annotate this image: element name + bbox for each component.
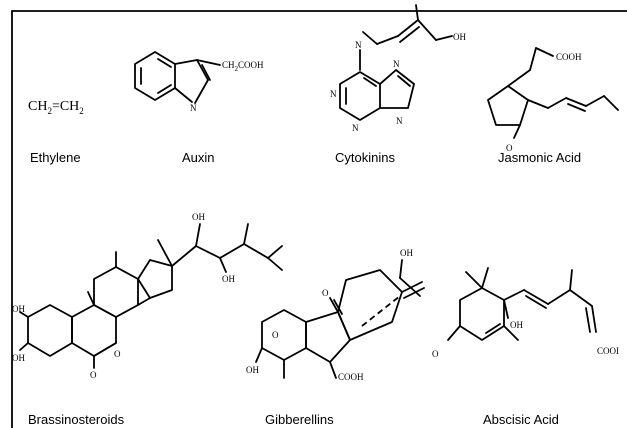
abscisic-acid-oh: OH xyxy=(510,320,523,330)
cytokinins-amino-n: N xyxy=(355,40,362,50)
jasmonic-acid-o: O xyxy=(506,143,513,153)
cytokinins-n1: N xyxy=(330,89,337,99)
brassinosteroids-structure: OH OH OH OH O O xyxy=(12,212,283,380)
gibberellins-structure: OH O O OH COOH xyxy=(246,248,425,382)
auxin-label: Auxin xyxy=(182,150,215,165)
gibberellins-o-top: O xyxy=(322,288,329,298)
abscisic-acid-cooh: COOI xyxy=(597,346,619,356)
cytokinins-n3: N xyxy=(352,123,359,133)
gibberellins-cooh: COOH xyxy=(338,372,364,382)
gibberellins-o-left: O xyxy=(272,330,279,340)
brassinosteroids-keto-o: O xyxy=(90,370,97,380)
brassinosteroids-oh-left2: OH xyxy=(12,353,25,363)
brassinosteroids-label: Brassinosteroids xyxy=(28,412,125,427)
auxin-n-atom: N xyxy=(190,103,197,113)
cytokinins-structure: OH N N N N N xyxy=(330,4,466,133)
gibberellins-oh-top: OH xyxy=(400,248,413,258)
jasmonic-acid-structure: COOH O xyxy=(487,47,619,153)
brassinosteroids-ring-o: O xyxy=(114,349,121,359)
cytokinins-oh: OH xyxy=(453,32,466,42)
cytokinins-label: Cytokinins xyxy=(335,150,395,165)
ethylene-structure: CH2=CH2 xyxy=(28,99,84,116)
brassinosteroids-oh-left1: OH xyxy=(12,304,25,314)
jasmonic-acid-cooh: COOH xyxy=(556,52,582,62)
jasmonic-acid-label: Jasmonic Acid xyxy=(498,150,581,165)
cytokinins-n7: N xyxy=(393,59,400,69)
auxin-side-group: CH2COOH xyxy=(222,60,264,73)
abscisic-acid-label: Abscisic Acid xyxy=(483,412,559,427)
abscisic-acid-structure: OH O COOI xyxy=(432,267,619,359)
abscisic-acid-o: O xyxy=(432,349,439,359)
gibberellins-label: Gibberellins xyxy=(265,412,334,427)
cytokinins-n9: N xyxy=(396,116,403,126)
gibberellins-oh-left: OH xyxy=(246,365,259,375)
brassinosteroids-oh-top1: OH xyxy=(192,212,205,222)
ethylene-label: Ethylene xyxy=(30,150,81,165)
ethylene-formula: CH2=CH2 xyxy=(28,99,84,116)
auxin-structure: N CH2COOH xyxy=(134,51,264,113)
brassinosteroids-oh-top2: OH xyxy=(222,274,235,284)
